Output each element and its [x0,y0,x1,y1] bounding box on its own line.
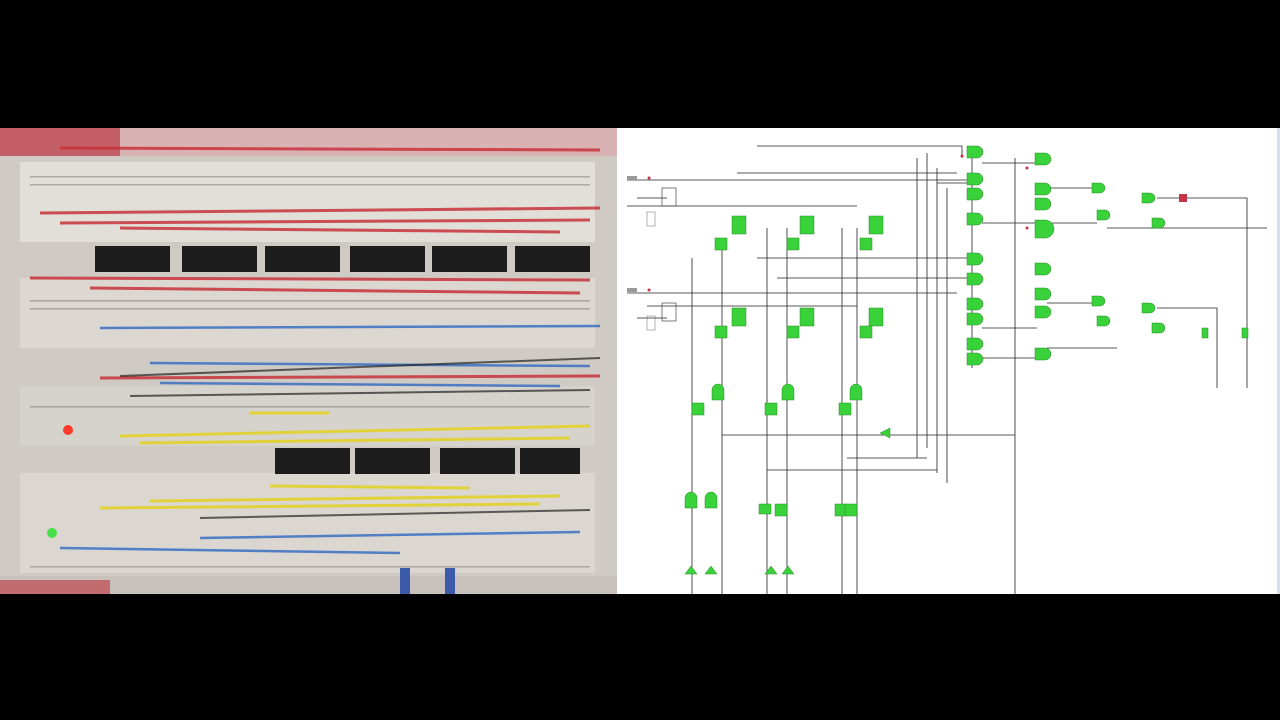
logic-gates [684,145,1249,575]
green-led [47,528,57,538]
ic-chip-row [95,246,590,272]
red-led [63,425,73,435]
breadboard-photo [0,128,617,594]
black-wires [119,357,601,519]
logic-schematic [617,128,1280,594]
yellow-wires [99,411,591,510]
signal-labels [627,176,1187,331]
ic-chip-row [275,448,580,474]
probe-dots [647,154,1029,292]
red-wires [29,146,601,380]
breadboard-holes [30,176,590,568]
blue-wires [59,324,601,555]
